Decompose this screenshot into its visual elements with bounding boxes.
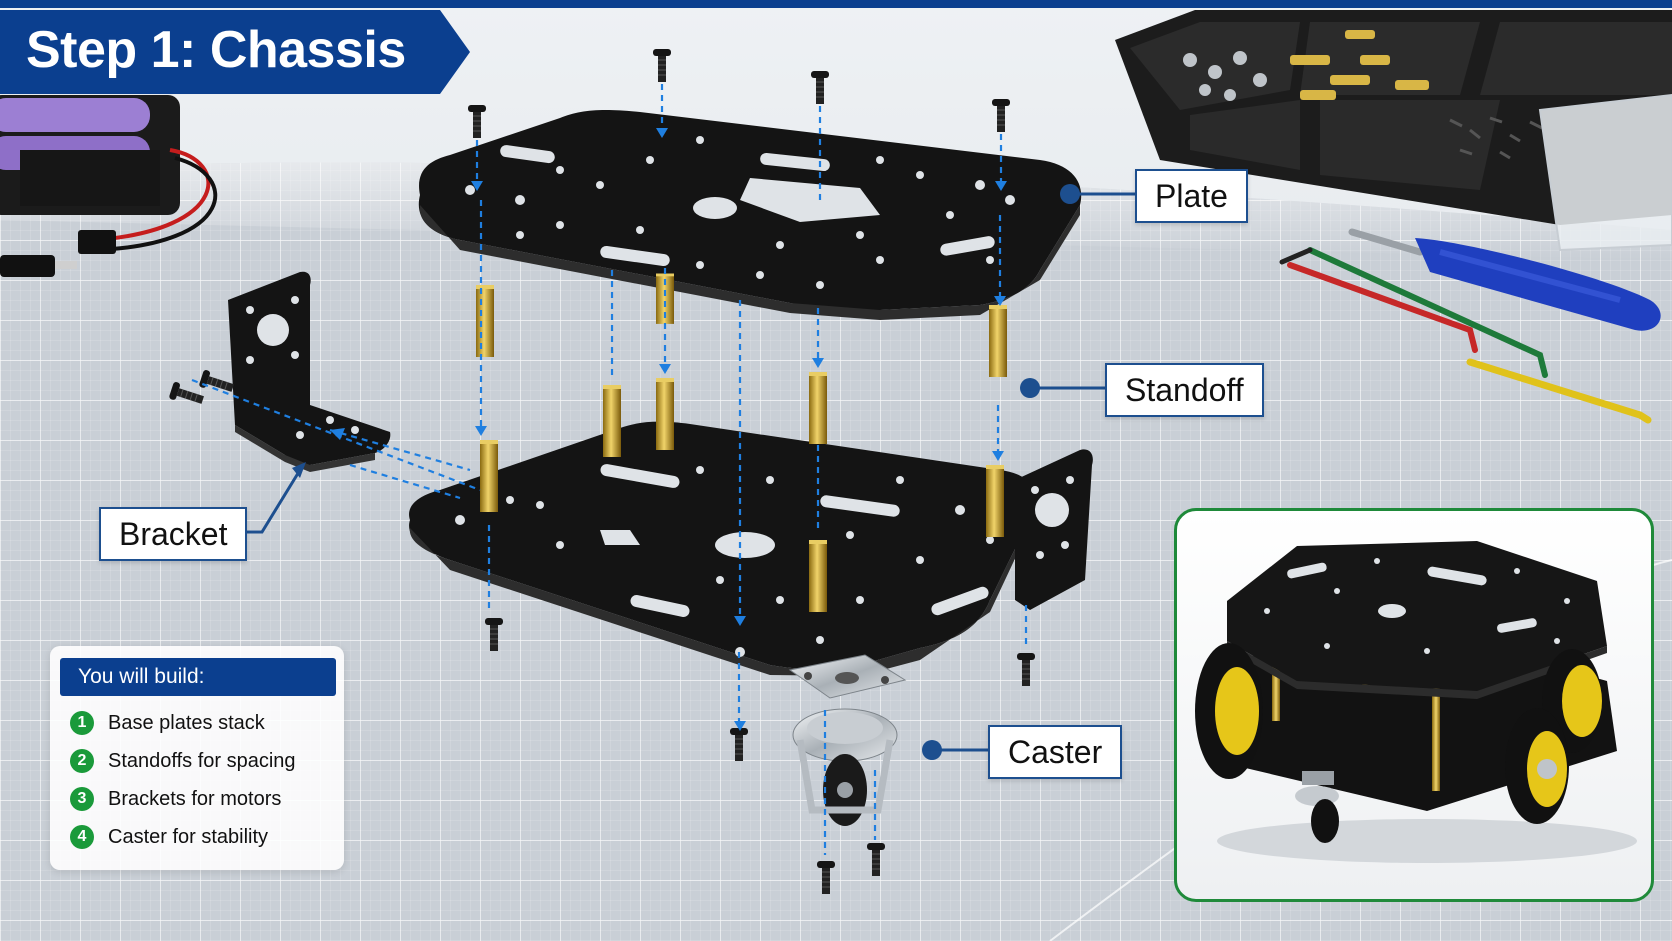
list-item-text: Brackets for motors: [108, 787, 282, 810]
step-number-badge: 2: [70, 749, 94, 773]
label-plate: Plate: [1135, 169, 1248, 223]
top-plate: [418, 110, 1082, 320]
step-number-badge: 3: [70, 787, 94, 811]
build-summary-panel: You will build: 1 Base plates stack 2 St…: [50, 646, 344, 870]
motor-bracket-icon: [168, 271, 391, 472]
assembled-chassis-photo: [1195, 541, 1637, 863]
assembled-chassis-inset: [1174, 508, 1654, 902]
assembly-guides: [191, 84, 1028, 855]
bottom-plate: [409, 421, 1037, 676]
screwdriver-icon: [1348, 228, 1661, 331]
guide-arrowheads: [330, 128, 1007, 731]
page-title: Step 1: Chassis: [26, 21, 406, 79]
list-item: 2 Standoffs for spacing: [70, 746, 296, 776]
callout-dots: [292, 184, 1080, 760]
title-banner: [0, 10, 470, 94]
list-item-text: Standoffs for spacing: [108, 749, 296, 772]
label-caster: Caster: [988, 725, 1123, 779]
build-summary-heading: You will build:: [60, 658, 336, 696]
hex-key-icon: [1279, 247, 1652, 424]
right-motor-bracket: [1015, 449, 1093, 610]
step-number-badge: 1: [70, 711, 94, 735]
step-number-badge: 4: [70, 825, 94, 849]
label-standoff: Standoff: [1105, 363, 1264, 417]
caster-wheel-icon: [788, 654, 907, 826]
battery-pack-icon: [0, 95, 218, 277]
list-item-text: Caster for stability: [108, 825, 269, 848]
list-item: 1 Base plates stack: [70, 708, 265, 738]
label-bracket: Bracket: [99, 507, 248, 561]
list-item: 4 Caster for stability: [70, 822, 268, 852]
screw-organizer-icon: [1115, 10, 1672, 252]
list-item-text: Base plates stack: [108, 711, 265, 734]
list-item: 3 Brackets for motors: [70, 784, 281, 814]
top-accent-bar: [0, 0, 1672, 8]
